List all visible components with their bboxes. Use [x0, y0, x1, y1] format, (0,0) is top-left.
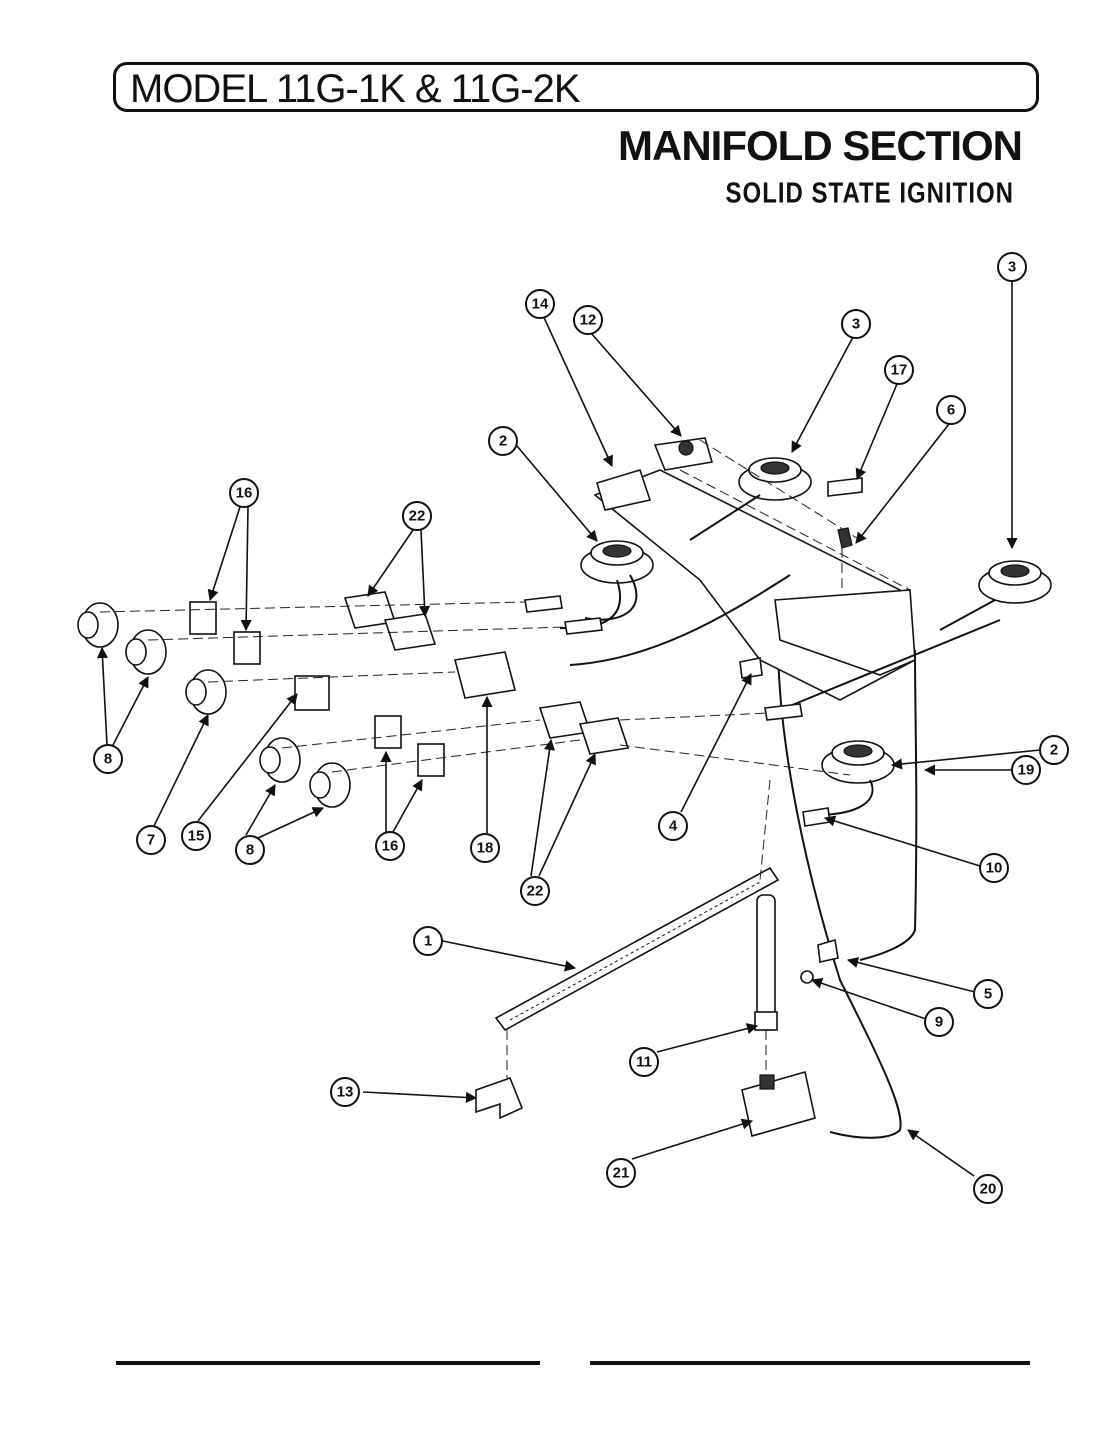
callouts: 1 2 2 3 3 4 5 6 7 8 8 9 10 11 12 13 14 1… — [93, 252, 1069, 1204]
leader-lines — [96, 281, 1041, 1177]
callout-19: 19 — [1011, 755, 1041, 785]
svg-text:7: 7 — [147, 832, 155, 849]
callout-22a: 22 — [402, 501, 432, 531]
svg-text:5: 5 — [984, 986, 992, 1003]
svg-text:2: 2 — [1050, 742, 1058, 759]
svg-text:14: 14 — [532, 296, 549, 313]
svg-text:8: 8 — [246, 842, 254, 859]
svg-text:13: 13 — [337, 1084, 354, 1101]
model-title: MODEL 11G-1K & 11G-2K — [130, 67, 581, 111]
svg-text:19: 19 — [1018, 762, 1035, 779]
svg-text:17: 17 — [891, 362, 908, 379]
svg-text:9: 9 — [935, 1014, 943, 1031]
svg-text:10: 10 — [986, 860, 1003, 877]
svg-text:11: 11 — [636, 1054, 652, 1071]
callout-4: 4 — [658, 811, 688, 841]
model-title-box: MODEL 11G-1K & 11G-2K — [113, 62, 1039, 112]
svg-text:3: 3 — [1008, 259, 1016, 276]
callout-8a: 8 — [93, 744, 123, 774]
callout-3b: 3 — [997, 252, 1027, 282]
svg-text:4: 4 — [669, 818, 678, 835]
footer-rule-right — [590, 1361, 1030, 1365]
svg-text:22: 22 — [409, 508, 426, 525]
callout-16b: 16 — [375, 831, 405, 861]
svg-text:16: 16 — [382, 838, 399, 855]
callout-6: 6 — [936, 395, 966, 425]
callout-16a: 16 — [229, 478, 259, 508]
callout-17: 17 — [884, 355, 914, 385]
svg-text:6: 6 — [947, 402, 955, 419]
svg-text:21: 21 — [613, 1165, 630, 1182]
footer-rule-left — [116, 1361, 540, 1365]
parts-drawing — [77, 437, 1052, 1139]
svg-text:20: 20 — [980, 1181, 997, 1198]
svg-text:15: 15 — [188, 828, 205, 845]
callout-1: 1 — [413, 926, 443, 956]
callout-12: 12 — [573, 305, 603, 335]
section-title: MANIFOLD SECTION — [618, 122, 1023, 169]
callout-5: 5 — [973, 979, 1003, 1009]
callout-13: 13 — [330, 1077, 360, 1107]
svg-text:22: 22 — [527, 883, 544, 900]
callout-8b: 8 — [235, 835, 265, 865]
callout-22b: 22 — [520, 876, 550, 906]
callout-21: 21 — [606, 1158, 636, 1188]
callout-3a: 3 — [841, 309, 871, 339]
section-subtitle: SOLID STATE IGNITION — [725, 177, 1014, 210]
svg-text:16: 16 — [236, 485, 253, 502]
callout-11: 11 — [629, 1047, 659, 1077]
callout-7: 7 — [136, 825, 166, 855]
svg-text:1: 1 — [424, 933, 432, 950]
svg-text:12: 12 — [580, 312, 597, 329]
callout-14: 14 — [525, 289, 555, 319]
callout-2b: 2 — [1039, 735, 1069, 765]
callout-10: 10 — [979, 853, 1009, 883]
svg-text:18: 18 — [477, 840, 494, 857]
callout-15: 15 — [181, 821, 211, 851]
svg-text:3: 3 — [852, 316, 860, 333]
callout-18: 18 — [470, 833, 500, 863]
svg-text:8: 8 — [104, 751, 112, 768]
svg-text:2: 2 — [499, 433, 507, 450]
callout-20: 20 — [973, 1174, 1003, 1204]
callout-2a: 2 — [488, 426, 518, 456]
callout-9: 9 — [924, 1007, 954, 1037]
